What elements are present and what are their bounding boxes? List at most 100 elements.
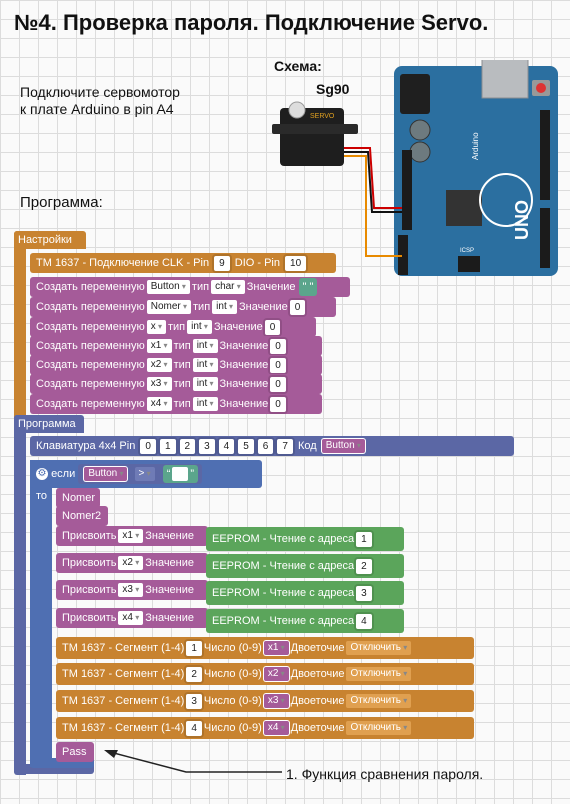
dio-pin-field[interactable]: 10 xyxy=(285,255,307,271)
keypad-pin-field[interactable]: 2 xyxy=(179,438,196,454)
value-field[interactable]: 0 xyxy=(270,376,286,392)
code-var-dropdown[interactable]: Button xyxy=(321,439,365,454)
assign-block[interactable]: Присвоитьx2Значение xyxy=(56,553,208,573)
scheme-label: Схема: xyxy=(274,58,322,74)
annotation-arrow xyxy=(104,750,282,773)
create-variable-block[interactable]: Создать переменнуюx2типintЗначение0 xyxy=(30,355,322,375)
value-field[interactable]: 0 xyxy=(270,357,286,373)
variable-name-field[interactable]: x2 xyxy=(146,358,172,373)
create-variable-block[interactable]: Создать переменнуюNomerтипintЗначение0 xyxy=(30,297,336,317)
assign-var-dropdown[interactable]: x3 xyxy=(118,583,144,598)
type-dropdown[interactable]: int xyxy=(212,300,237,315)
keypad-label: Клавиатура 4x4 Pin xyxy=(36,440,136,452)
call-nomer-block[interactable]: Nomer xyxy=(56,488,100,508)
digit-label: Число (0-9) xyxy=(203,695,262,707)
value-field[interactable]: 0 xyxy=(270,396,286,412)
segment-number-field[interactable]: 3 xyxy=(186,693,202,709)
arduino-board: UNO Arduino ICSP xyxy=(394,60,558,276)
digit-label: Число (0-9) xyxy=(203,642,262,654)
type-dropdown[interactable]: int xyxy=(192,397,218,412)
variable-name-field[interactable]: x1 xyxy=(146,339,172,354)
eeprom-address-field[interactable]: 3 xyxy=(356,585,372,601)
then-label: то xyxy=(36,490,48,502)
segment-var-dropdown[interactable]: x2 xyxy=(263,667,289,682)
variable-name-field[interactable]: x3 xyxy=(146,377,172,392)
program-spine xyxy=(14,415,26,775)
value-label: Значение xyxy=(238,301,288,313)
string-value-block[interactable]: " " xyxy=(298,278,318,297)
type-dropdown[interactable]: int xyxy=(192,339,218,354)
string-field[interactable] xyxy=(172,467,189,482)
variable-name-field[interactable]: Button xyxy=(146,280,190,295)
type-dropdown[interactable]: int xyxy=(187,320,212,335)
keypad-pin-field[interactable]: 4 xyxy=(218,438,235,454)
assign-block[interactable]: Присвоитьx1Значение xyxy=(56,526,208,546)
empty-string-block[interactable]: “” xyxy=(162,465,199,484)
create-variable-block[interactable]: Создать переменнуюxтипintЗначение0 xyxy=(30,317,316,337)
gear-icon[interactable]: ⚙ xyxy=(36,468,48,481)
create-variable-block[interactable]: Создать переменнуюButtonтипcharЗначение"… xyxy=(30,277,350,297)
tm1637-connect-block[interactable]: TM 1637 - Подключение CLK - Pin 9 DIO - … xyxy=(30,253,336,273)
assign-var-dropdown[interactable]: x4 xyxy=(118,611,144,626)
segment-number-field[interactable]: 4 xyxy=(186,720,202,736)
colon-dropdown[interactable]: Отключить xyxy=(346,694,412,709)
clk-pin-field[interactable]: 9 xyxy=(214,255,230,271)
type-dropdown[interactable]: char xyxy=(211,280,245,295)
segment-var-dropdown[interactable]: x4 xyxy=(263,721,289,736)
colon-dropdown[interactable]: Отключить xyxy=(346,641,412,656)
segment-number-field[interactable]: 2 xyxy=(186,666,202,682)
variable-name-field[interactable]: x4 xyxy=(146,397,172,412)
if-operator-dropdown[interactable]: > xyxy=(134,467,155,482)
keypad-pin-field[interactable]: 6 xyxy=(257,438,274,454)
assign-block[interactable]: Присвоитьx3Значение xyxy=(56,580,208,600)
assign-block[interactable]: Присвоитьx4Значение xyxy=(56,608,208,628)
segment-number-field[interactable]: 1 xyxy=(186,640,202,656)
if-var-dropdown[interactable]: Button xyxy=(84,467,128,482)
segment-var-dropdown[interactable]: x1 xyxy=(263,641,289,656)
keypad-pin-field[interactable]: 0 xyxy=(140,438,156,454)
keypad-pin-field[interactable]: 7 xyxy=(277,438,293,454)
if-block[interactable]: ⚙ если Button > “” xyxy=(30,460,262,488)
variable-name-field[interactable]: Nomer xyxy=(146,300,192,315)
variable-name-field[interactable]: x xyxy=(146,320,166,335)
colon-label: Двоеточие xyxy=(290,668,345,680)
value-field[interactable]: 0 xyxy=(264,319,281,335)
create-variable-block[interactable]: Создать переменнуюx4типintЗначение0 xyxy=(30,394,322,414)
program-header[interactable]: Программа xyxy=(14,415,84,433)
segment-var-dropdown[interactable]: x3 xyxy=(263,694,289,709)
assign-var-dropdown[interactable]: x2 xyxy=(118,556,144,571)
servo-motor: SERVO xyxy=(272,101,358,166)
code-label: Код xyxy=(297,440,317,452)
value-field[interactable]: 0 xyxy=(270,338,286,354)
create-variable-label: Создать переменную xyxy=(36,359,145,371)
colon-dropdown[interactable]: Отключить xyxy=(346,667,412,682)
call-nomer2-block[interactable]: Nomer2 xyxy=(56,506,108,526)
eeprom-address-field[interactable]: 4 xyxy=(356,613,372,629)
keypad-pin-field[interactable]: 3 xyxy=(199,438,215,454)
value-field[interactable]: 0 xyxy=(289,299,306,315)
pass-block[interactable]: Pass xyxy=(56,742,94,762)
eeprom-address-field[interactable]: 1 xyxy=(356,531,372,547)
keypad-pin-field[interactable]: 1 xyxy=(159,438,176,454)
eeprom-address-field[interactable]: 2 xyxy=(356,558,372,574)
assign-var-dropdown[interactable]: x1 xyxy=(118,529,144,544)
type-dropdown[interactable]: int xyxy=(192,358,218,373)
compare-block[interactable]: Button > “” xyxy=(78,464,203,485)
eeprom-label: EEPROM - Чтение с адреса xyxy=(212,587,355,599)
setup-header[interactable]: Настройки xyxy=(14,231,86,249)
keypad-pin-field[interactable]: 5 xyxy=(238,438,254,454)
type-dropdown[interactable]: int xyxy=(192,377,218,392)
colon-dropdown[interactable]: Отключить xyxy=(346,721,412,736)
if-spine xyxy=(30,460,52,767)
create-variable-block[interactable]: Создать переменнуюx1типintЗначение0 xyxy=(30,336,322,356)
create-variable-block[interactable]: Создать переменнуюx3типintЗначение0 xyxy=(30,374,322,394)
